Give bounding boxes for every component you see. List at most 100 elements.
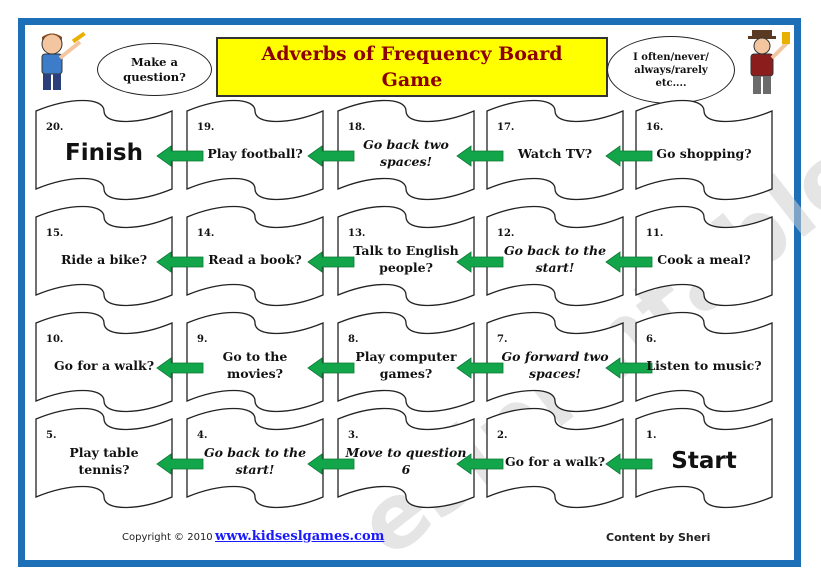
- tile-label-11: Cook a meal?: [642, 230, 766, 288]
- green-left-arrow-icon: [456, 145, 504, 167]
- tile-number-11: 11.: [646, 228, 664, 239]
- green-left-arrow-icon: [456, 251, 504, 273]
- green-left-arrow-icon: [605, 251, 653, 273]
- tile-label-20: Finish: [42, 124, 166, 182]
- tile-text-16: Go shopping?: [656, 145, 752, 161]
- tile-text-6: Listen to music?: [646, 357, 762, 373]
- tile-text-8: Play computer games?: [355, 349, 457, 381]
- tile-number-18: 18.: [348, 122, 366, 133]
- tile-text-1: Start: [671, 448, 737, 474]
- tile-label-4: Go back to the start!: [193, 432, 317, 490]
- tile-text-4: Go back to the start!: [203, 445, 307, 477]
- tile-label-15: Ride a bike?: [42, 230, 166, 288]
- tile-number-4: 4.: [197, 430, 208, 441]
- board-tile-17: [486, 99, 624, 201]
- tile-label-14: Read a book?: [193, 230, 317, 288]
- tile-label-9: Go to the movies?: [193, 336, 317, 394]
- tile-text-13: Talk to English people?: [353, 243, 459, 275]
- tile-number-5: 5.: [46, 430, 57, 441]
- board-tile-8: [337, 311, 475, 413]
- green-left-arrow-icon: [156, 357, 204, 379]
- tile-label-7: Go forward two spaces!: [493, 336, 617, 394]
- tile-text-20: Finish: [65, 140, 143, 166]
- board-tile-4: [186, 407, 324, 509]
- tile-text-12: Go back to the start!: [503, 243, 607, 275]
- tile-text-2: Go for a walk?: [504, 453, 606, 469]
- tile-text-9: Go to the movies?: [222, 349, 288, 381]
- speech-bubble-right-text: I often/never/ always/rarely etc....: [633, 51, 709, 89]
- tile-label-17: Watch TV?: [493, 124, 617, 182]
- green-left-arrow-icon: [307, 251, 355, 273]
- speech-bubble-right: I often/never/ always/rarely etc....: [607, 36, 735, 104]
- tile-number-12: 12.: [497, 228, 515, 239]
- tile-label-19: Play football?: [193, 124, 317, 182]
- tile-number-1: 1.: [646, 430, 657, 441]
- green-left-arrow-icon: [156, 251, 204, 273]
- website-link[interactable]: www.kidseslgames.com: [215, 529, 385, 544]
- tile-label-3: Move to question 6: [344, 432, 468, 490]
- green-left-arrow-icon: [307, 453, 355, 475]
- board-tile-12: [486, 205, 624, 307]
- tile-label-13: Talk to English people?: [344, 230, 468, 288]
- tile-number-17: 17.: [497, 122, 515, 133]
- tile-number-3: 3.: [348, 430, 359, 441]
- tile-text-19: Play football?: [207, 145, 303, 161]
- tile-label-10: Go for a walk?: [42, 336, 166, 394]
- board-tile-20: [35, 99, 173, 201]
- tile-label-1: Start: [642, 432, 766, 490]
- green-left-arrow-icon: [456, 357, 504, 379]
- tile-text-18: Go back two spaces!: [363, 137, 449, 169]
- tile-label-18: Go back two spaces!: [344, 124, 468, 182]
- green-left-arrow-icon: [456, 453, 504, 475]
- board-tile-5: [35, 407, 173, 509]
- tile-number-8: 8.: [348, 334, 359, 345]
- tile-number-10: 10.: [46, 334, 64, 345]
- green-left-arrow-icon: [605, 357, 653, 379]
- board-tile-6: [635, 311, 773, 413]
- green-left-arrow-icon: [605, 453, 653, 475]
- board-tile-13: [337, 205, 475, 307]
- old-man-character-icon: [748, 30, 790, 94]
- tile-number-2: 2.: [497, 430, 508, 441]
- green-left-arrow-icon: [307, 357, 355, 379]
- speech-bubble-left: Make a question?: [97, 43, 212, 96]
- tile-label-5: Play table tennis?: [42, 432, 166, 490]
- tile-text-15: Ride a bike?: [60, 251, 148, 267]
- credit-text: Content by Sheri: [606, 531, 711, 544]
- green-left-arrow-icon: [307, 145, 355, 167]
- board-tile-7: [486, 311, 624, 413]
- board-tile-18: [337, 99, 475, 201]
- tile-number-7: 7.: [497, 334, 508, 345]
- tile-number-14: 14.: [197, 228, 215, 239]
- tile-number-20: 20.: [46, 122, 64, 133]
- tile-text-10: Go for a walk?: [53, 357, 155, 373]
- tile-label-16: Go shopping?: [642, 124, 766, 182]
- title-box: Adverbs of Frequency Board Game: [216, 37, 608, 97]
- board-tile-11: [635, 205, 773, 307]
- tile-number-19: 19.: [197, 122, 215, 133]
- tile-number-16: 16.: [646, 122, 664, 133]
- tile-text-14: Read a book?: [208, 251, 302, 267]
- board-tile-19: [186, 99, 324, 201]
- board-tile-16: [635, 99, 773, 201]
- green-left-arrow-icon: [156, 145, 204, 167]
- green-left-arrow-icon: [156, 453, 204, 475]
- tile-text-11: Cook a meal?: [657, 251, 751, 267]
- tile-label-2: Go for a walk?: [493, 432, 617, 490]
- tile-number-9: 9.: [197, 334, 208, 345]
- tile-number-13: 13.: [348, 228, 366, 239]
- tile-text-3: Move to question 6: [345, 445, 467, 477]
- board-tile-14: [186, 205, 324, 307]
- tile-text-17: Watch TV?: [517, 145, 593, 161]
- green-left-arrow-icon: [605, 145, 653, 167]
- tile-number-6: 6.: [646, 334, 657, 345]
- tile-label-6: Listen to music?: [642, 336, 766, 394]
- tile-text-5: Play table tennis?: [69, 445, 139, 477]
- copyright-text: Copyright © 2010: [122, 532, 213, 543]
- board-tile-2: [486, 407, 624, 509]
- tile-label-12: Go back to the start!: [493, 230, 617, 288]
- board-tile-1: [635, 407, 773, 509]
